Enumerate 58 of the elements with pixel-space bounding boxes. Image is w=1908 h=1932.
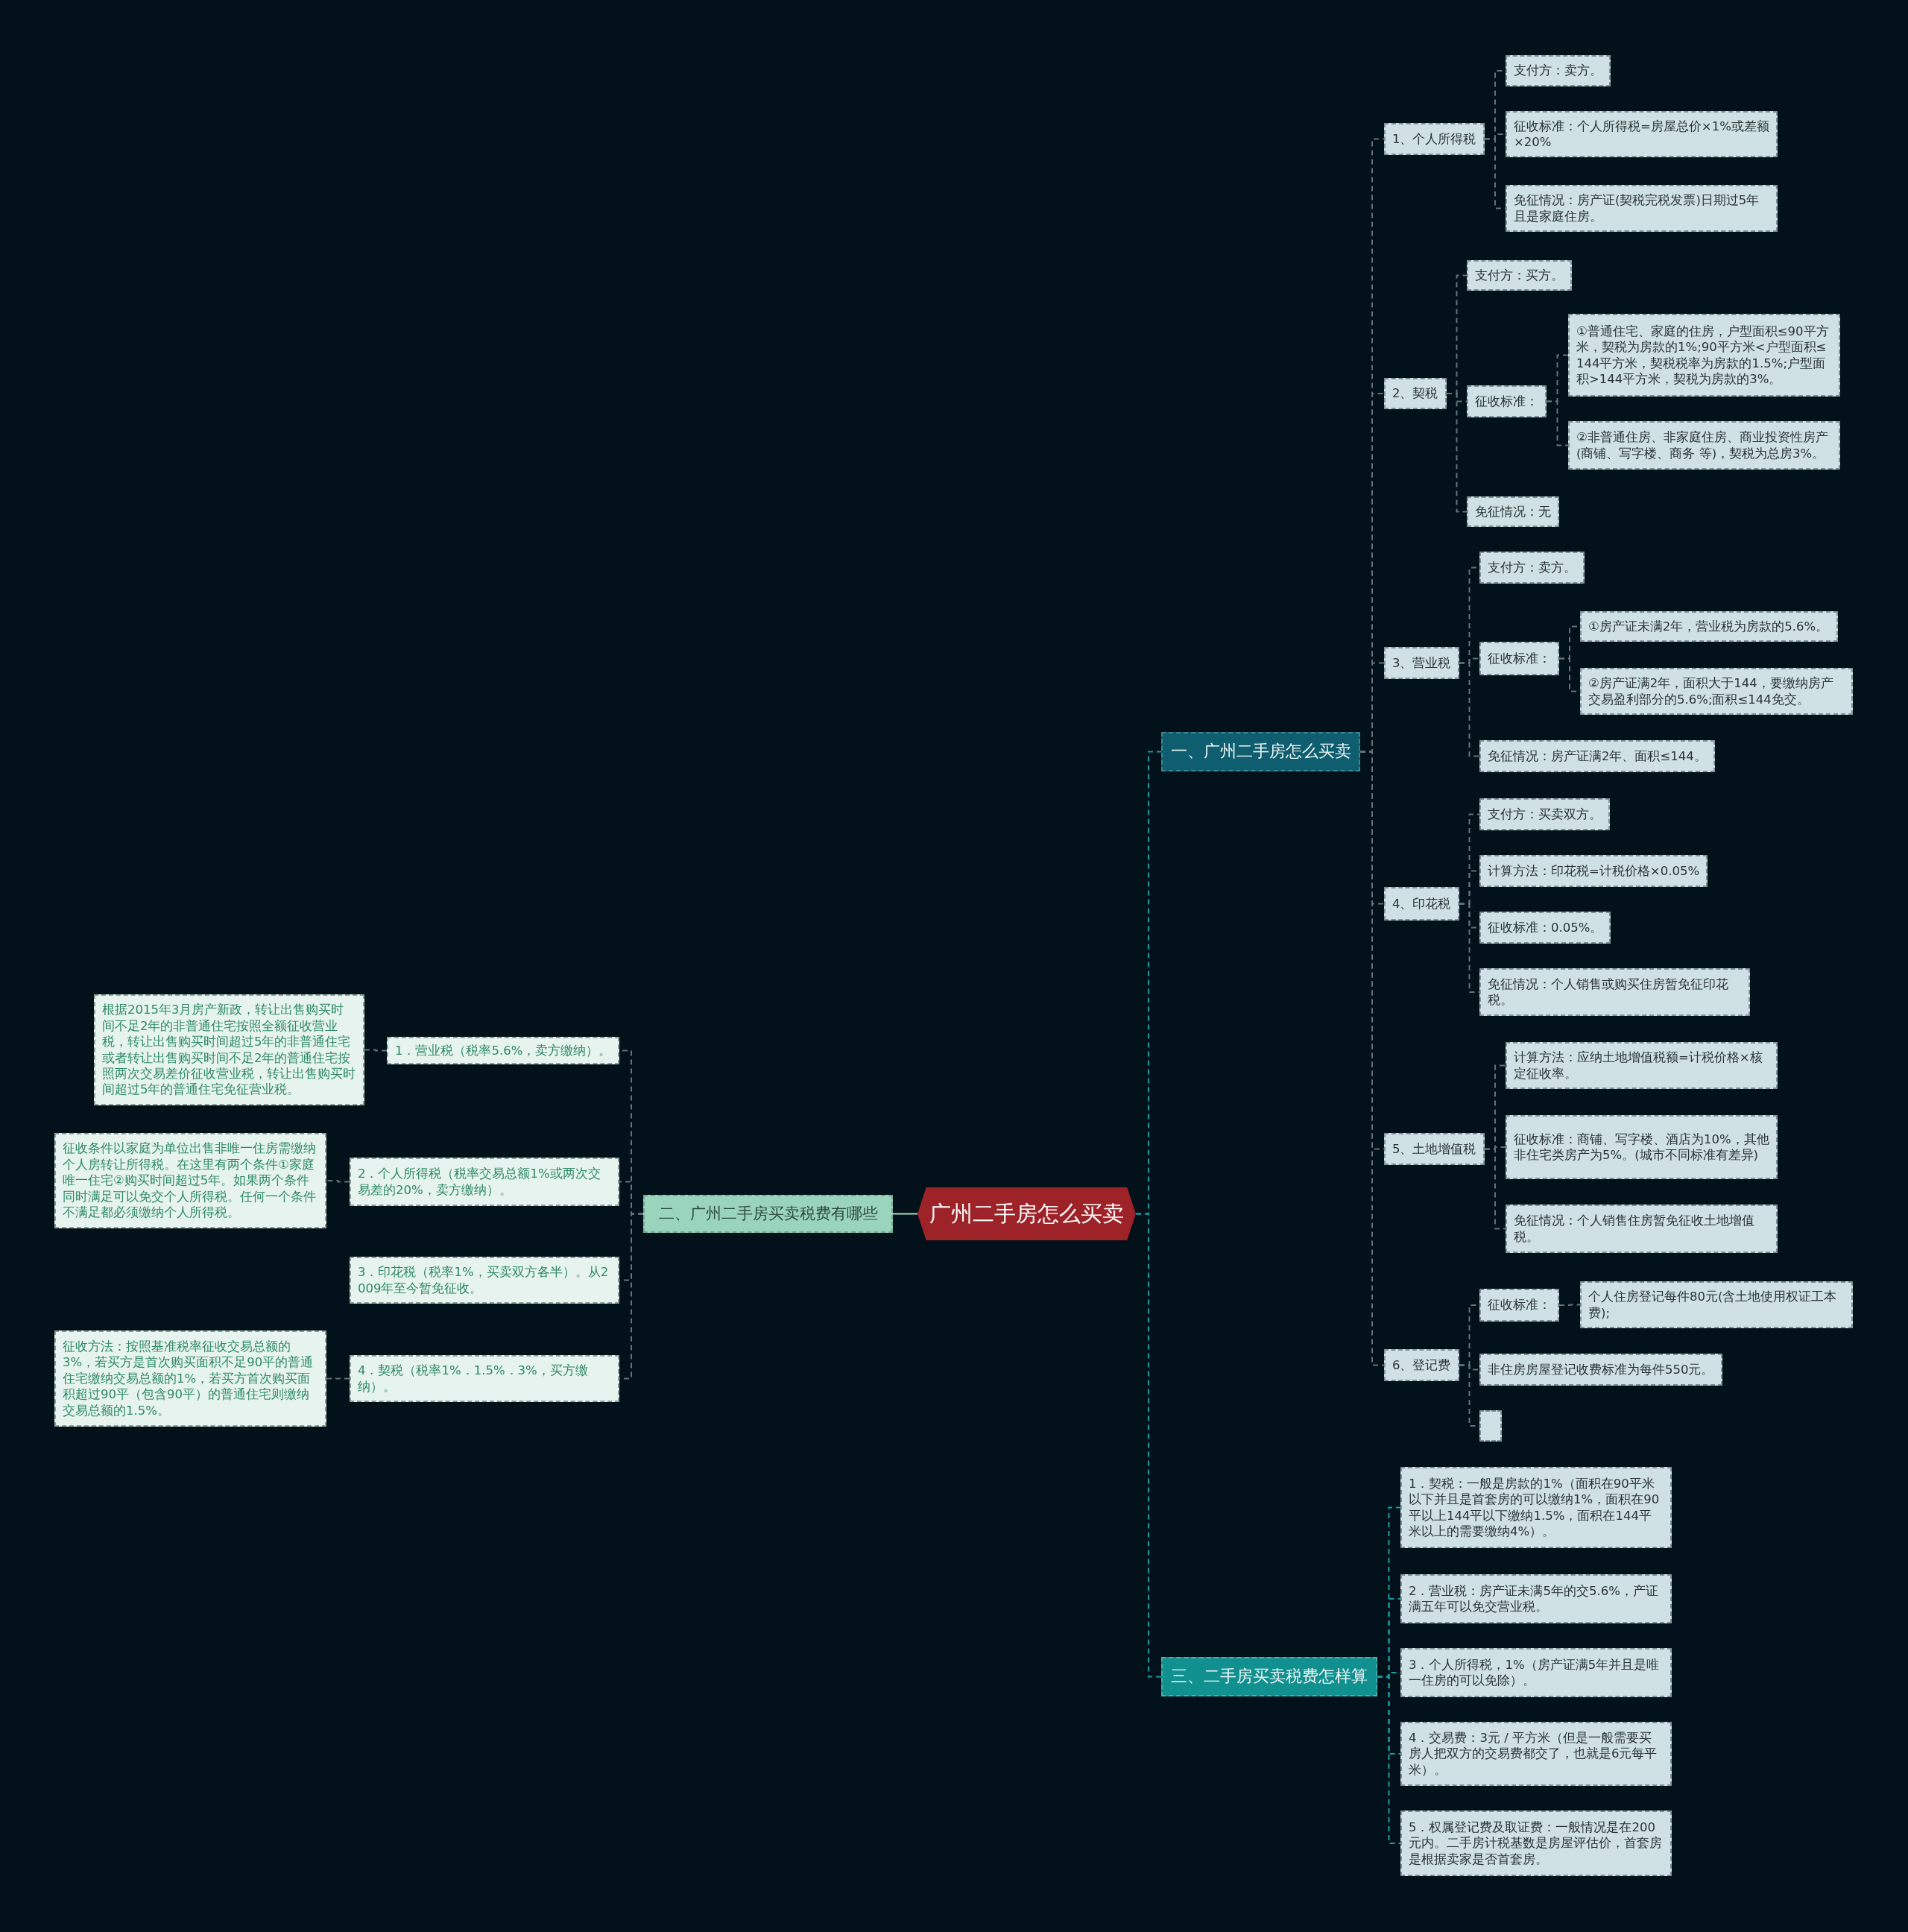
note-box: 根据2015年3月房产新政，转让出售购买时间不足2年的非普通住宅按照全额征收营业税，转让出售购买时间超过5年的非普通住宅或者转让出售购买时间不足2年的普通住宅按照两次交易差价征收营业税，转让出售购买时间超过5年的普通住宅免征营业税。 — [94, 994, 364, 1105]
connector-line — [1459, 903, 1480, 993]
note-box: 3．印花税（税率1%，买卖双方各半）。从2009年至今暂免征收。 — [350, 1257, 619, 1304]
topic-box: 4．交易费：3元 / 平方米（但是一般需要买房人把双方的交易费都交了，也就是6元每平米）。 — [1400, 1722, 1672, 1786]
topic-box: 1、个人所得税 — [1384, 123, 1485, 155]
topic-box: 2．营业税：房产证未满5年的交5.6%，产证满五年可以免交营业税。 — [1400, 1574, 1672, 1623]
branch-box: 二、广州二手房买卖税费有哪些 — [643, 1195, 893, 1233]
topic-box: 免征情况：个人销售住房暂免征收土地增值税。 — [1506, 1205, 1778, 1253]
topic-box: 征收标准： — [1467, 385, 1547, 417]
topic-box: 支付方：买卖双方。 — [1479, 798, 1610, 830]
topic-box: ①普通住宅、家庭的住房，户型面积≤90平方米，契税为房款的1%;90平方米<户型面积≤144平方米，契税税率为房款的1.5%;户型面积>144平方米，契税为房款的3%。 — [1568, 314, 1840, 397]
topic-box: 3、营业税 — [1384, 647, 1459, 679]
connector-line — [892, 1213, 918, 1215]
topic-box: 6、登记费 — [1384, 1349, 1459, 1381]
connector-line — [326, 1377, 350, 1380]
branch-box: 一、广州二手房怎么买卖 — [1161, 732, 1360, 771]
topic-box: 征收标准： — [1479, 1289, 1559, 1322]
topic-box: ②非普通住房、非家庭住房、商业投资性房产(商铺、写字楼、商务 等)，契税为总房3%。 — [1568, 421, 1840, 470]
topic-box: 5．权属登记费及取证费：一般情况是在200元内。二手房计税基数是房屋评估价，首套房是根据卖家是否首套房。 — [1400, 1811, 1672, 1876]
topic-box: 支付方：买方。 — [1467, 260, 1572, 291]
empty-box — [1479, 1410, 1502, 1442]
note-box: 4．契税（税率1%．1.5%．3%，买方缴纳）。 — [350, 1355, 619, 1402]
topic-box: 2、契税 — [1384, 378, 1447, 409]
note-box: 2．个人所得税（税率交易总额1%或两次交易差的20%，卖方缴纳）。 — [350, 1158, 619, 1206]
topic-box: 1．契税：一般是房款的1%（面积在90平米以下并且是首套房的可以缴纳1%，面积在90平以上144平以下缴纳1.5%，面积在144平米以上的需要缴纳4%）。 — [1400, 1467, 1672, 1548]
connector-line — [1558, 1304, 1581, 1306]
connector-line — [1546, 400, 1569, 446]
connector-line — [1484, 1148, 1506, 1230]
connector-line — [1446, 393, 1468, 513]
branch-box: 三、二手房买卖税费怎样算 — [1161, 1657, 1377, 1696]
topic-box: 非住房房屋登记收费标准为每件550元。 — [1479, 1354, 1722, 1386]
note-box: 征收方法：按照基准税率征收交易总额的3%，若买方是首次购买面积不足90平的普通住宅缴纳交易总额的1%，若买方首次购买面积超过90平（包含90平）的普通住宅则缴纳交易总额的1.5%。 — [54, 1330, 326, 1427]
topic-box: 免征情况：房产证(契税完税发票)日期过5年且是家庭住房。 — [1506, 185, 1778, 232]
connector-line — [364, 1049, 388, 1052]
connector-line — [1377, 1676, 1401, 1844]
topic-box: 支付方：卖方。 — [1506, 55, 1611, 86]
topic-box: ②房产证满2年，面积大于144，要缴纳房产交易盈利部分的5.6%;面积≤144免交。 — [1580, 668, 1853, 715]
topic-box: 征收标准：0.05%。 — [1479, 912, 1611, 944]
topic-box: 征收标准：商铺、写字楼、酒店为10%，其他非住宅类房产为5%。(城市不同标准有差异) — [1506, 1115, 1778, 1179]
topic-box: 个人住房登记每件80元(含土地使用权证工本费); — [1580, 1281, 1853, 1328]
topic-box: 3．个人所得税，1%（房产证满5年并且是唯一住房的可以免除）。 — [1400, 1648, 1672, 1697]
connector-line — [326, 1180, 350, 1183]
note-box: 1．营业税（税率5.6%，卖方缴纳）。 — [387, 1037, 620, 1065]
topic-box: 5、土地增值税 — [1384, 1133, 1485, 1165]
topic-box: 计算方法：印花税=计税价格×0.05% — [1479, 855, 1708, 887]
topic-box: 征收标准： — [1479, 642, 1559, 675]
connector-line — [1135, 1213, 1162, 1678]
topic-box: 计算方法：应纳土地增值税额=计税价格×核定征收率。 — [1506, 1042, 1778, 1089]
central-topic-text: 广州二手房怎么买卖 — [929, 1199, 1124, 1228]
note-box: 征收条件以家庭为单位出售非唯一住房需缴纳个人房转让所得税。在这里有两个条件①家庭唯一住宅②购买时间超过5年。如果两个条件同时满足可以免交个人所得税。任何一个条件不满足都必须缴纳个人所得税。 — [54, 1133, 326, 1228]
topic-box: 征收标准：个人所得税=房屋总价×1%或差额×20% — [1506, 111, 1778, 157]
topic-box: 免征情况：无 — [1467, 496, 1559, 527]
topic-box: 免征情况：房产证满2年、面积≤144。 — [1479, 740, 1715, 772]
connector-line — [1459, 662, 1480, 757]
topic-box: ①房产证未满2年，营业税为房款的5.6%。 — [1580, 611, 1838, 642]
topic-box: 免征情况：个人销售或购买住房暂免征印花税。 — [1479, 968, 1750, 1016]
topic-box: 4、印花税 — [1384, 887, 1459, 921]
topic-box: 支付方：卖方。 — [1479, 552, 1585, 584]
